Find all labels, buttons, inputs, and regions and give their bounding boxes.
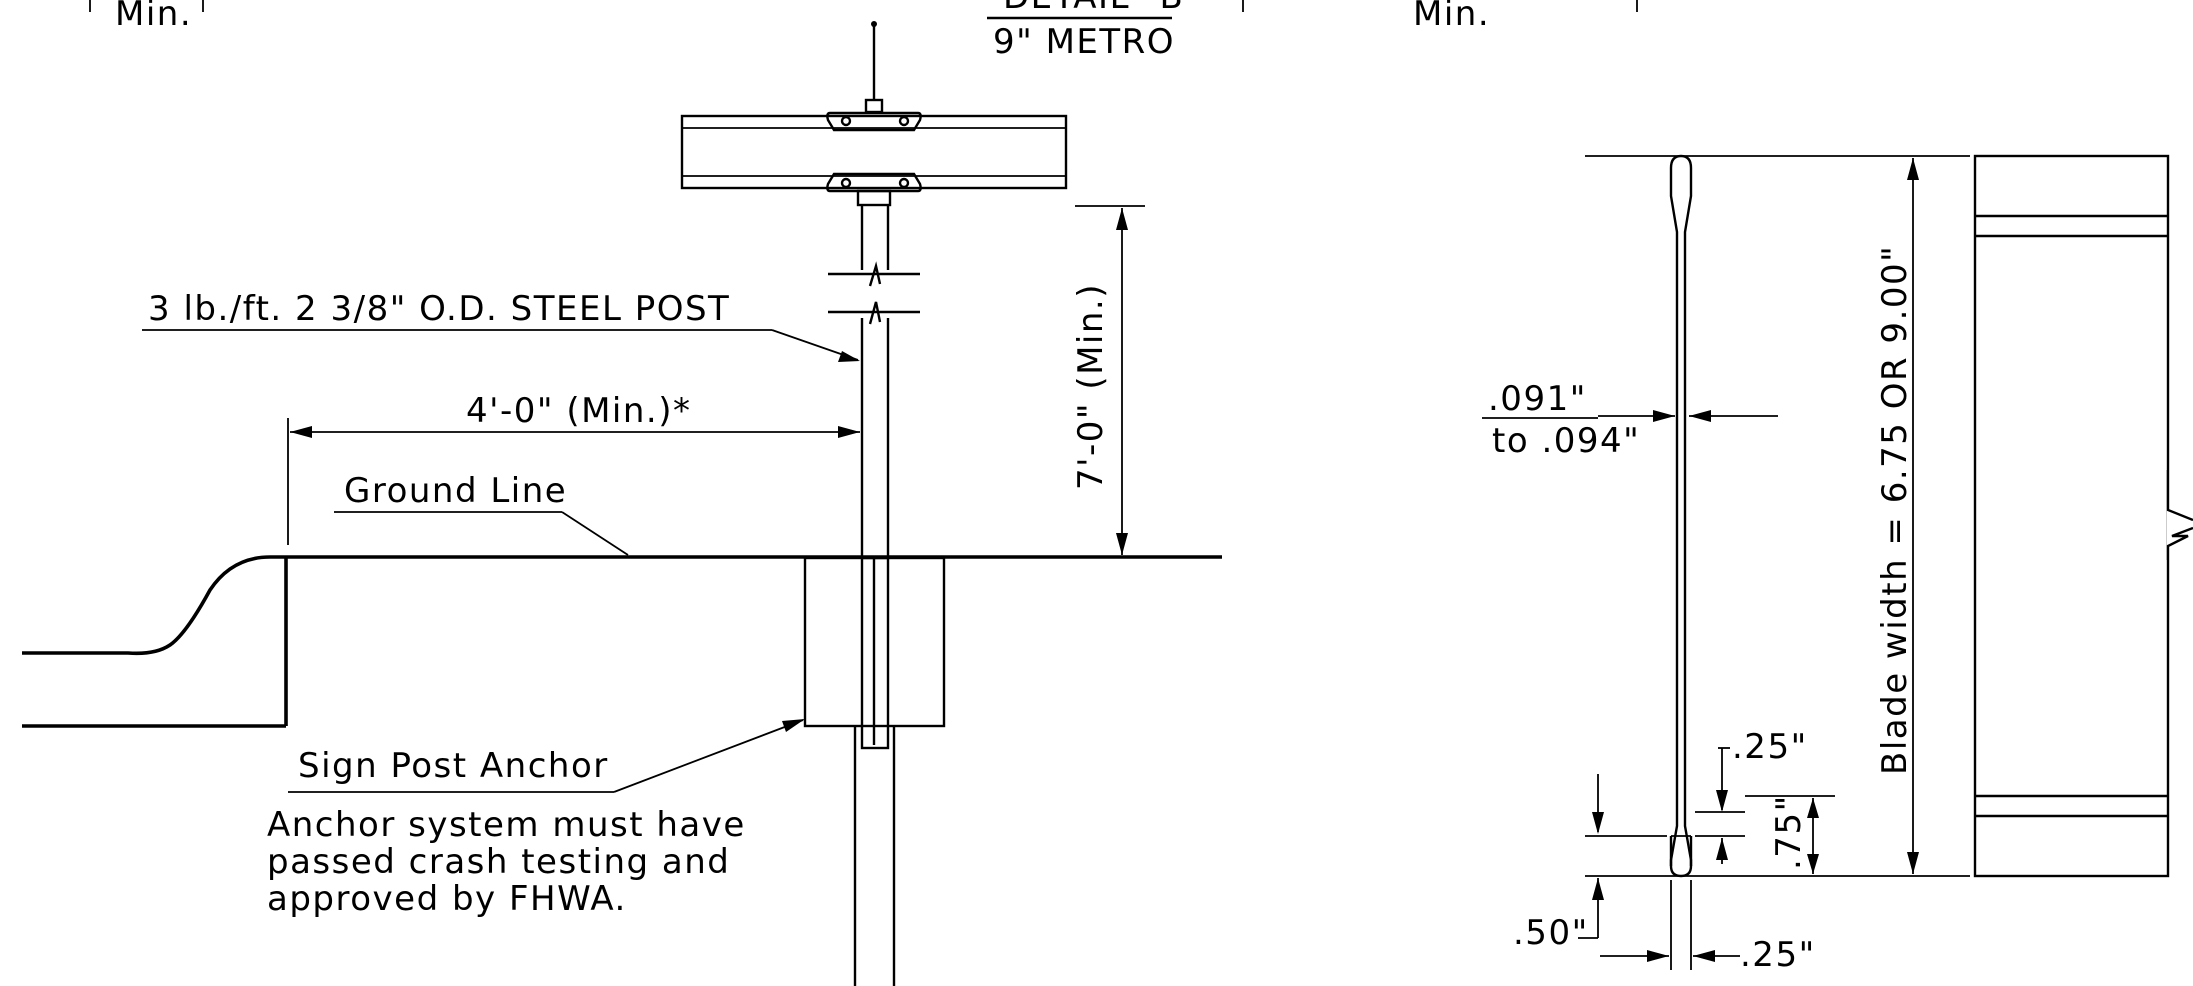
dim-75: .75": [1769, 794, 1809, 870]
blade-width-label: Blade width = 6.75 OR 9.00": [1875, 245, 1915, 775]
bottom-bracket-bolt-left: [840, 177, 852, 189]
thickness-line-2: to .094": [1492, 421, 1640, 461]
ground-callout: Ground Line: [334, 471, 629, 556]
steel-post: [828, 205, 920, 556]
top-min-right: Min.: [1413, 0, 1490, 34]
blade-face-view: [1973, 154, 2193, 878]
sign-assembly: [680, 21, 1068, 207]
top-bracket-bolt-right: [898, 115, 910, 127]
blade-section-profile: [1669, 154, 1693, 878]
dim-25-top: .25": [1732, 727, 1808, 767]
bottom-bracket-bolt-right: [898, 177, 910, 189]
anchor-note-line-2: passed crash testing and: [267, 842, 730, 882]
top-bracket-bolt-left: [840, 115, 852, 127]
sign-blade-edge-view: [680, 114, 1068, 190]
height-dim-label: 7'-0" (Min.): [1071, 283, 1111, 490]
ground-profile: [22, 555, 1222, 728]
offset-dim-label: 4'-0" (Min.)*: [466, 391, 692, 431]
sign-post-anchor: [803, 556, 946, 986]
rod-tip: [871, 21, 877, 27]
height-dimension: 7'-0" (Min.): [1071, 205, 1145, 555]
thickness-line-1: .091": [1488, 379, 1587, 419]
ground-label: Ground Line: [344, 471, 567, 511]
anchor-label: Sign Post Anchor: [298, 746, 609, 786]
thickness-dimension: .091" to .094": [1482, 379, 1778, 461]
post-label: 3 lb./ft. 2 3/8" O.D. STEEL POST: [148, 289, 730, 329]
offset-dimension: 4'-0" (Min.)*: [287, 391, 860, 545]
blade-width-dimension: Blade width = 6.75 OR 9.00": [1875, 158, 1919, 874]
post-cap-fitting: [856, 189, 892, 207]
anchor-note-line-1: Anchor system must have: [267, 805, 746, 845]
rod-cap: [864, 98, 884, 114]
detail-subtitle: 9" METRO: [993, 22, 1175, 62]
curb-slope: [22, 555, 286, 656]
bottom-bracket: [826, 172, 922, 193]
detail-title: DETAIL "B": [1003, 0, 1201, 17]
dim-25-bottom: .25": [1740, 935, 1816, 975]
anchor-note-line-3: approved by FHWA.: [267, 879, 627, 919]
top-min-left: Min.: [115, 0, 192, 34]
top-bracket: [826, 111, 922, 132]
post-callout: 3 lb./ft. 2 3/8" O.D. STEEL POST: [142, 289, 860, 362]
anchor-callout: Sign Post Anchor Anchor system must have…: [267, 719, 805, 919]
bulb-dimensions: .25" .75" .50" .25": [1513, 727, 1835, 975]
dim-50: .50": [1513, 913, 1589, 953]
